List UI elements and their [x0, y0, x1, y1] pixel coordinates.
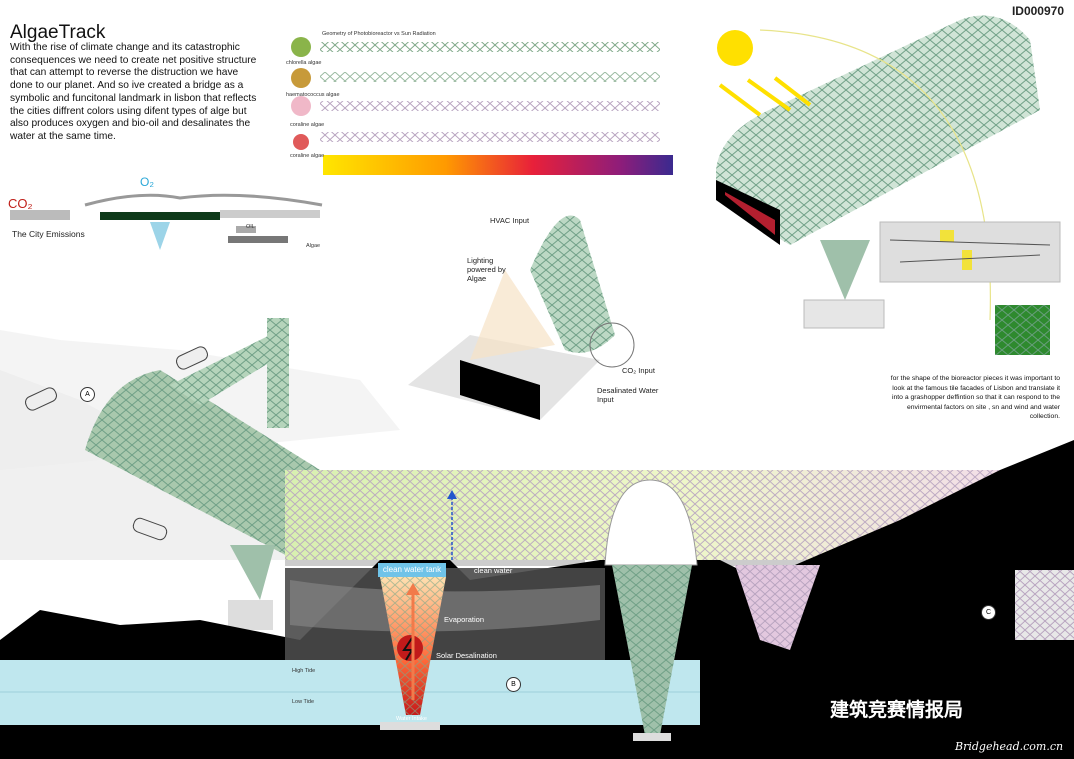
marker-c: C	[981, 605, 996, 620]
row-label-coraline-1: coraline algae	[290, 122, 325, 128]
intro-text: With the rise of climate change and its …	[10, 42, 257, 142]
co2-input-label: CO₂ Input	[622, 366, 655, 375]
clean-water-tank: clean water tank	[378, 563, 446, 577]
algae-label: Algae	[306, 243, 321, 249]
co2-label: CO₂	[8, 196, 33, 211]
hvac-label: HVAC Input	[490, 216, 530, 225]
spectrum-bar	[323, 155, 673, 175]
geometry-chart-title: Geometry of Photobioreactor vs Sun Radia…	[322, 31, 436, 37]
watermark-cn: 建筑竞赛情报局	[830, 699, 964, 721]
o2-label: O₂	[140, 175, 154, 189]
row-label-chlorella: chlorella algae	[286, 60, 322, 66]
clean-water-label: clean water	[474, 566, 513, 575]
row-label-coraline-2: coraline algae	[290, 153, 325, 159]
project-id: ID000970	[1011, 4, 1064, 18]
desalinated-label: Desalinated Water Input	[597, 386, 659, 404]
marker-b: B	[506, 677, 521, 692]
tile-note: for the shape of the bioreactor pieces i…	[890, 375, 1060, 420]
oil-label: OIL	[246, 224, 255, 230]
watermark-url: Bridgehead.com.cn	[955, 740, 1064, 753]
lighting-label: Lighting powered by Algae	[467, 256, 506, 283]
city-emissions-label: The City Emissions	[12, 229, 85, 239]
water-intake-label: Water Intake	[396, 716, 427, 722]
low-tide-label: Low Tide	[292, 699, 315, 705]
detail-section	[408, 215, 635, 420]
evaporation-label: Evaporation	[444, 615, 485, 624]
bridge-perspective	[0, 318, 400, 630]
solar-desalination-label: Solar Desalination	[436, 651, 497, 660]
row-label-haematococcus: haematococcus algae	[286, 92, 340, 98]
high-tide-label: High Tide	[292, 668, 316, 674]
emissions-diagram	[10, 193, 323, 250]
geometry-rows	[291, 37, 660, 150]
page-title: AlgaeTrack	[10, 22, 106, 43]
marker-a: A	[80, 387, 95, 402]
tunnel-bioreactor	[716, 15, 1040, 329]
egg-section	[604, 479, 698, 566]
